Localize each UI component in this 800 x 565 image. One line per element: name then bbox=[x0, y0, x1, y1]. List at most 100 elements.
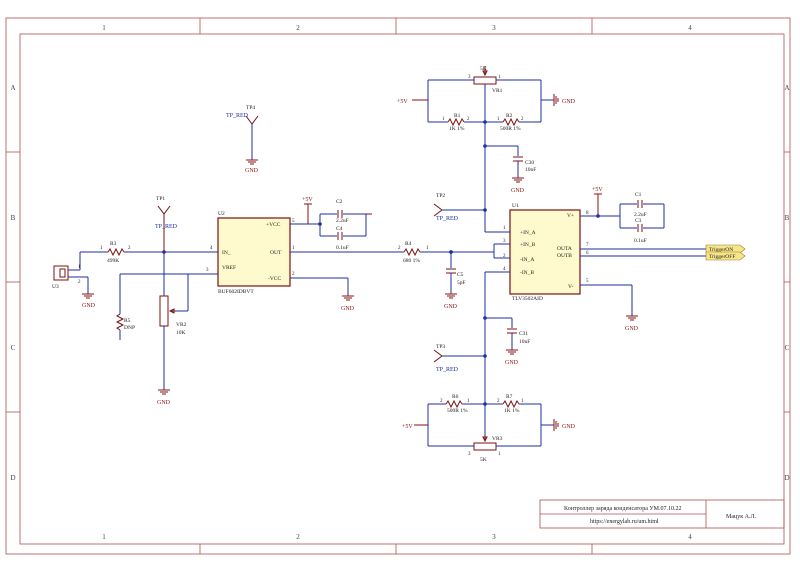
resistor-r6: R6 500R 1% 2 1 bbox=[440, 394, 470, 414]
u1-pin-ina-n: -IN_A bbox=[520, 257, 534, 263]
svg-text:5: 5 bbox=[292, 219, 295, 224]
tp1-net: TP_RED bbox=[155, 224, 178, 230]
capacitor-c30: C30 10nF bbox=[513, 156, 536, 173]
svg-text:3: 3 bbox=[503, 239, 506, 244]
p5v-label: +5V bbox=[302, 197, 313, 203]
c31-val: 10nF bbox=[519, 339, 530, 345]
tp4-ref: TP4 bbox=[246, 105, 255, 111]
testpoint-tp4: TP4 TP_RED bbox=[226, 105, 259, 160]
inner-frame bbox=[19, 33, 785, 545]
outer-frame bbox=[5, 17, 791, 555]
triggeroff-text: TriggerOFF bbox=[709, 254, 735, 260]
u2-part: BUF602IDBVT bbox=[218, 289, 254, 295]
r2-ref: R2 bbox=[506, 113, 513, 119]
tp3-ref: TP3 bbox=[436, 344, 445, 350]
row-label: D bbox=[784, 474, 789, 482]
tp3-net: TP_RED bbox=[436, 367, 459, 373]
gnd-symbol bbox=[626, 315, 638, 321]
svg-text:2: 2 bbox=[78, 280, 81, 285]
c2-ref: C2 bbox=[336, 199, 343, 205]
url-link[interactable]: https://energylab.ru/um.html bbox=[590, 519, 659, 525]
svg-text:2: 2 bbox=[467, 117, 470, 122]
gnd-label: GND bbox=[157, 400, 171, 406]
u1-pin-outa: OUTA bbox=[557, 246, 572, 252]
col-label: 3 bbox=[492, 24, 496, 32]
gnd-label: GND bbox=[245, 168, 259, 174]
svg-text:1: 1 bbox=[467, 399, 470, 404]
svg-text:2: 2 bbox=[521, 117, 524, 122]
col-label: 4 bbox=[688, 533, 692, 541]
resistor-r7: R7 1K 1% 2 1 bbox=[497, 394, 524, 414]
u1-part: TLV3502AID bbox=[512, 296, 543, 302]
col-label: 2 bbox=[296, 24, 300, 32]
svg-text:1: 1 bbox=[426, 246, 429, 251]
svg-text:1: 1 bbox=[442, 117, 445, 122]
row-label: C bbox=[785, 344, 790, 352]
svg-text:2: 2 bbox=[128, 246, 131, 251]
svg-text:1: 1 bbox=[498, 452, 501, 457]
c3-val: 0.1uF bbox=[634, 238, 647, 244]
capacitor-c31: C31 10nF bbox=[507, 328, 530, 345]
u1-pin-vn: V- bbox=[568, 284, 573, 290]
triggeron-text: TriggerON bbox=[709, 247, 733, 253]
testpoint-tp1: TP1 TP_RED bbox=[155, 196, 178, 252]
p5v-label: +5V bbox=[397, 99, 408, 105]
r4-val: 680 1% bbox=[403, 258, 420, 264]
col-label: 4 bbox=[688, 24, 692, 32]
net-label-triggeroff: TriggerOFF bbox=[705, 251, 746, 261]
r2-val: 500R 1% bbox=[500, 126, 521, 132]
u2-pin-out: OUT bbox=[270, 250, 282, 256]
capacitor-c5: C5 5pF bbox=[446, 268, 466, 286]
gnd-label: GND bbox=[82, 303, 96, 309]
svg-text:1: 1 bbox=[498, 75, 501, 80]
c30-ref: C30 bbox=[525, 160, 534, 166]
row-label: D bbox=[10, 474, 15, 482]
author-text: Мацук А.Л. bbox=[726, 514, 757, 520]
col-label: 1 bbox=[102, 533, 106, 541]
c4-val: 0.1uF bbox=[336, 245, 349, 251]
capacitor-c1: C1 2.2uF bbox=[634, 192, 647, 218]
row-label: C bbox=[11, 344, 16, 352]
gnd-symbol bbox=[342, 295, 354, 301]
c5-val: 5pF bbox=[457, 280, 466, 286]
gnd-symbol bbox=[553, 419, 559, 431]
capacitor-c4: C4 0.1uF bbox=[336, 226, 349, 251]
resistor-r1: R1 1K 1% 1 2 bbox=[442, 113, 470, 132]
c2-val: 2.2uF bbox=[336, 218, 349, 224]
gnd-label: GND bbox=[562, 424, 576, 430]
gnd-label: GND bbox=[562, 99, 576, 105]
c31-ref: C31 bbox=[519, 331, 528, 337]
row-label: B bbox=[785, 214, 790, 222]
svg-text:2: 2 bbox=[398, 246, 401, 251]
r3-ref: R3 bbox=[110, 241, 117, 247]
u2-pin-in: IN_ bbox=[222, 250, 231, 256]
capacitor-c3: C3 0.1uF bbox=[634, 218, 647, 244]
connector-u3: 1 2 U3 bbox=[52, 265, 88, 290]
r1-val: 1K 1% bbox=[449, 126, 465, 132]
svg-text:6: 6 bbox=[586, 251, 589, 256]
svg-text:2: 2 bbox=[497, 399, 500, 404]
vr3-ref: VR3 bbox=[492, 436, 503, 442]
gnd-label: GND bbox=[444, 304, 458, 310]
gnd-symbol bbox=[506, 349, 518, 355]
u1-pin-ina-p: +IN_A bbox=[520, 230, 536, 236]
u3-ref: U3 bbox=[52, 284, 59, 290]
title-block: Контроллер заряда конденсатора УМ.07.10.… bbox=[539, 499, 785, 529]
svg-text:7: 7 bbox=[586, 243, 589, 248]
tp2-net: TP_RED bbox=[436, 216, 459, 222]
title-text: Контроллер заряда конденсатора УМ.07.10.… bbox=[564, 506, 681, 512]
svg-text:4: 4 bbox=[503, 267, 506, 272]
vr1-ref: VR1 bbox=[492, 88, 503, 94]
col-label: 2 bbox=[296, 533, 300, 541]
svg-text:8: 8 bbox=[586, 211, 589, 216]
u1-pin-inb-n: -IN_B bbox=[520, 270, 534, 276]
u2-pin-vccn: -VCC bbox=[268, 276, 281, 282]
row-label: A bbox=[10, 84, 15, 92]
ic-u2: U2 IN_ VREF +VCC OUT -VCC BUF602IDBVT 4 … bbox=[206, 211, 295, 295]
svg-text:4: 4 bbox=[210, 246, 213, 251]
gnd-symbol bbox=[158, 389, 170, 395]
svg-text:3: 3 bbox=[206, 268, 209, 273]
row-label: B bbox=[11, 214, 16, 222]
r4-ref: R4 bbox=[405, 241, 412, 247]
vr2-ref: VR2 bbox=[176, 322, 187, 328]
